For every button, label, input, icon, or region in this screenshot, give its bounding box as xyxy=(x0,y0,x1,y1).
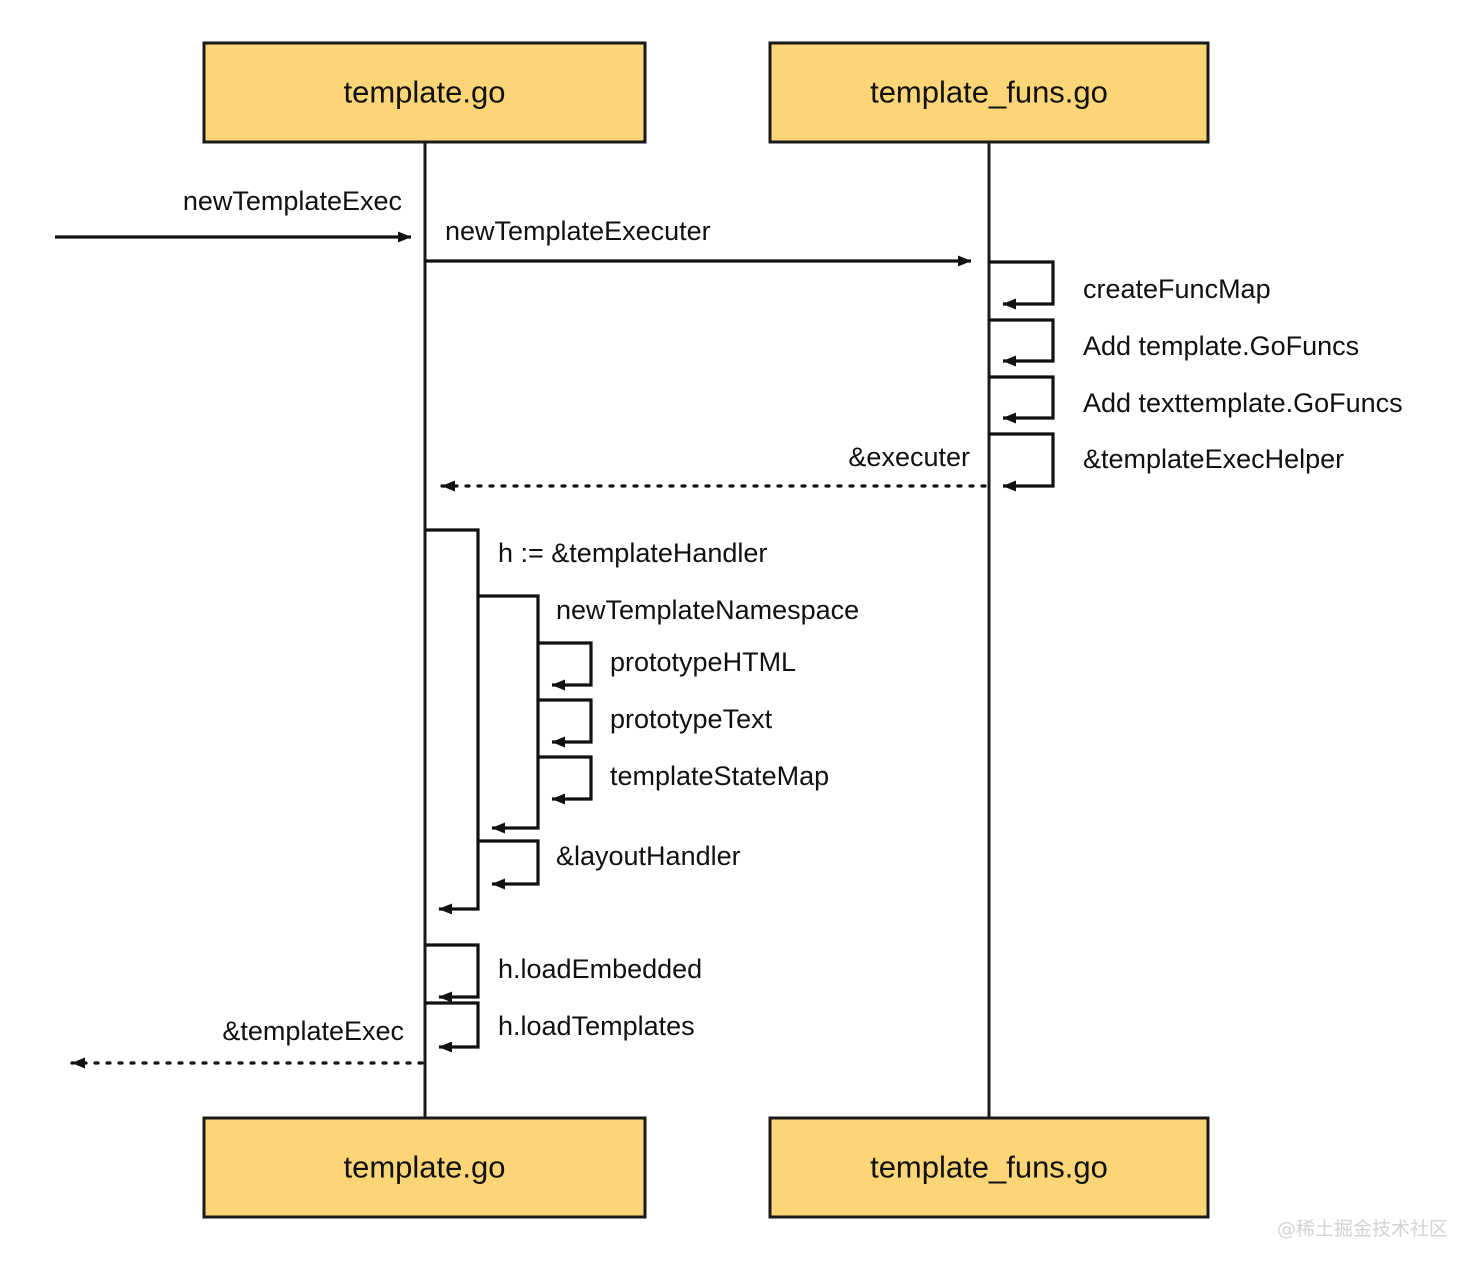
message-m1: newTemplateExec xyxy=(55,186,412,243)
message-label: h := &templateHandler xyxy=(498,538,767,568)
participant-label: template.go xyxy=(344,1150,506,1185)
message-label: createFuncMap xyxy=(1083,274,1271,304)
self-call-arrow xyxy=(425,943,480,1003)
participant-box[interactable] xyxy=(202,1116,647,1219)
self-call-arrow xyxy=(538,698,593,748)
message-m9: newTemplateNamespace xyxy=(478,594,859,834)
message-label: newTemplateExec xyxy=(183,186,402,216)
participant-box[interactable] xyxy=(768,1116,1210,1219)
message-label: newTemplateNamespace xyxy=(556,595,859,625)
message-m15: h.loadTemplates xyxy=(425,1001,695,1053)
message-label: &layoutHandler xyxy=(556,841,741,871)
self-call-arrow xyxy=(538,755,593,805)
self-call-arrow xyxy=(989,432,1055,492)
message-m2: newTemplateExecuter xyxy=(425,216,972,267)
self-call-arrow xyxy=(989,260,1055,310)
participant-label: template_funs.go xyxy=(870,75,1108,110)
message-m11: prototypeText xyxy=(538,698,773,748)
participant-box[interactable] xyxy=(202,41,647,144)
message-m3: createFuncMap xyxy=(989,260,1271,310)
message-label: Add texttemplate.GoFuncs xyxy=(1083,388,1403,418)
self-call-arrow xyxy=(425,1001,480,1053)
participant-template_funs-top[interactable]: template_funs.go xyxy=(768,41,1210,144)
self-call-arrow xyxy=(478,839,540,890)
message-m5: Add texttemplate.GoFuncs xyxy=(989,375,1403,424)
message-m12: templateStateMap xyxy=(538,755,829,805)
message-m13: &layoutHandler xyxy=(478,839,741,890)
self-call-arrow xyxy=(538,641,593,691)
self-call-arrow xyxy=(989,375,1055,424)
self-call-arrow xyxy=(425,528,480,915)
message-label: &templateExec xyxy=(222,1016,404,1046)
message-label: prototypeHTML xyxy=(610,647,796,677)
participant-template-top[interactable]: template.go xyxy=(202,41,647,144)
message-label: prototypeText xyxy=(610,704,773,734)
watermark-label: @稀土掘金技术社区 xyxy=(1277,1218,1448,1240)
message-label: h.loadTemplates xyxy=(498,1011,695,1041)
message-label: h.loadEmbedded xyxy=(498,954,702,984)
participants-layer: template.gotemplate.gotemplate_funs.gote… xyxy=(202,41,1210,1219)
message-m8: h := &templateHandler xyxy=(425,528,767,915)
message-label: templateStateMap xyxy=(610,761,829,791)
participant-template-bottom[interactable]: template.go xyxy=(202,1116,647,1219)
messages-layer: newTemplateExec newTemplateExecuter create… xyxy=(55,186,1403,1069)
participant-label: template.go xyxy=(344,75,506,110)
message-label: newTemplateExecuter xyxy=(445,216,711,246)
participant-template_funs-bottom[interactable]: template_funs.go xyxy=(768,1116,1210,1219)
message-m14: h.loadEmbedded xyxy=(425,943,702,1003)
message-m4: Add template.GoFuncs xyxy=(989,318,1359,367)
lifelines xyxy=(423,142,991,1118)
message-m6: &templateExecHelper xyxy=(989,432,1344,492)
participant-box[interactable] xyxy=(768,41,1210,144)
message-label: &executer xyxy=(848,442,970,472)
message-label: &templateExecHelper xyxy=(1083,444,1344,474)
self-call-arrow xyxy=(478,594,540,834)
self-call-arrow xyxy=(989,318,1055,367)
message-m10: prototypeHTML xyxy=(538,641,796,691)
participant-label: template_funs.go xyxy=(870,1150,1108,1185)
message-label: Add template.GoFuncs xyxy=(1083,331,1359,361)
message-m16: &templateExec xyxy=(70,1016,424,1069)
message-m7: &executer xyxy=(440,442,987,492)
